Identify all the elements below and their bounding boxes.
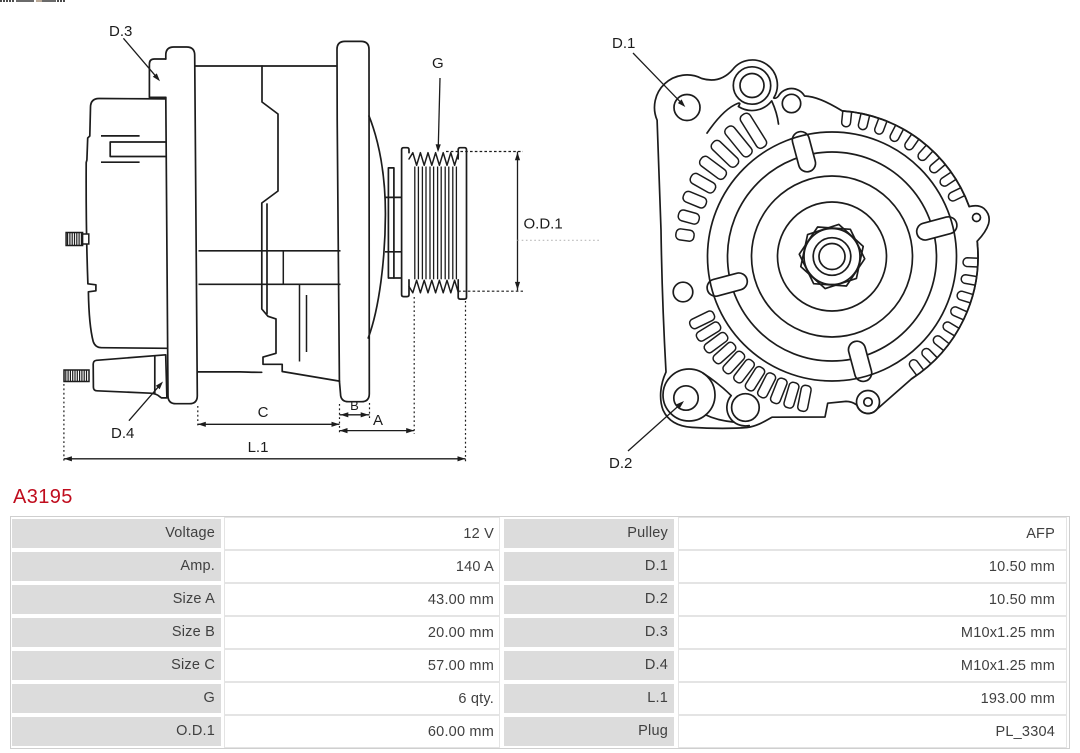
svg-text:O.D.1: O.D.1 [524,216,563,233]
svg-text:D.4: D.4 [111,425,134,442]
svg-text:L.1: L.1 [248,439,269,456]
svg-text:D.3: D.3 [109,23,132,40]
svg-text:D.1: D.1 [612,35,635,52]
svg-text:G: G [432,55,444,72]
svg-text:A: A [373,412,383,429]
svg-text:D.2: D.2 [609,455,632,472]
svg-text:C: C [258,404,269,421]
svg-text:B: B [350,398,359,413]
